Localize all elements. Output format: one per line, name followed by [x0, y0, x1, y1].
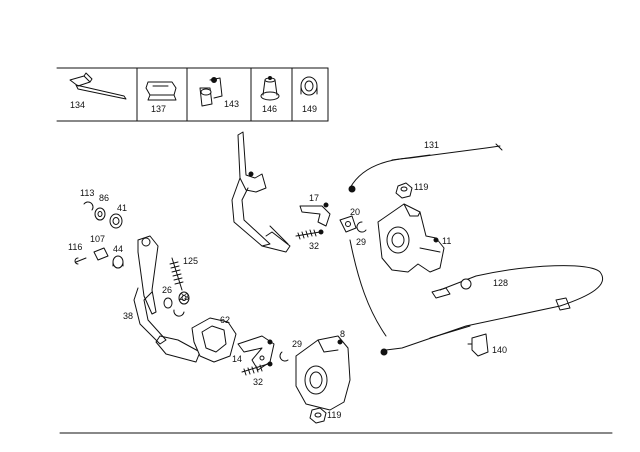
- callout-32: 32: [253, 377, 263, 387]
- callout-29: 29: [356, 237, 366, 247]
- part-14-bracket: [237, 335, 275, 371]
- callout-128: 128: [493, 278, 508, 288]
- callout-44: 44: [113, 244, 123, 254]
- part-23-bushing: [178, 291, 190, 305]
- accelerator-pedal: [231, 131, 291, 253]
- part-32-spring: [295, 229, 324, 240]
- part-29-circlip: [279, 351, 289, 362]
- callout-38: 38: [123, 311, 133, 321]
- cable-131: [348, 143, 503, 193]
- clip-icon: [145, 81, 177, 101]
- part-86-bushing: [94, 207, 106, 221]
- callout-140: 140: [492, 345, 507, 355]
- part-32-spring: [241, 361, 273, 376]
- part-107-clip: [93, 247, 109, 261]
- part-125-spring: [169, 257, 184, 291]
- callout-17: 17: [309, 193, 319, 203]
- bracket-clip-icon: [199, 77, 223, 107]
- callout-119: 119: [327, 410, 341, 420]
- part-17-bracket: [299, 202, 331, 227]
- plug-grommet-icon: [300, 76, 318, 96]
- part-140-bracket: [467, 333, 489, 357]
- callout-125: 125: [183, 256, 198, 266]
- part-38-brake-pedal: [133, 235, 201, 363]
- circlip: [173, 309, 185, 317]
- callout-107: 107: [90, 234, 105, 244]
- legend-number: 146: [262, 104, 277, 114]
- part-8-mounting-bracket: [295, 335, 351, 411]
- part-116-pin: [74, 257, 87, 265]
- part-41-bolt: [109, 213, 123, 229]
- grommet-icon: [260, 76, 280, 101]
- callout-32: 32: [309, 241, 319, 251]
- legend-table: 134 137 143 146 149: [56, 67, 329, 122]
- callout-29: 29: [292, 339, 302, 349]
- part-119-nut: [395, 182, 413, 199]
- part-62-pedal-pad: [191, 317, 237, 363]
- callout-41: 41: [117, 203, 127, 213]
- callout-23: 23: [179, 292, 189, 302]
- part-113-clip: [83, 201, 94, 211]
- callout-113: 113: [80, 188, 94, 198]
- legend-number: 149: [302, 104, 317, 114]
- callout-62: 62: [220, 315, 230, 325]
- callout-11: 11: [442, 236, 451, 246]
- part-119-nut: [309, 407, 327, 424]
- callout-14: 14: [232, 354, 242, 364]
- part-44-bushing: [112, 255, 124, 269]
- callout-8: 8: [340, 329, 345, 339]
- part-26-washer: [163, 297, 173, 309]
- legend-number: 143: [224, 99, 239, 109]
- callout-119: 119: [414, 182, 428, 192]
- callout-131: 131: [424, 140, 439, 150]
- legend-number: 134: [70, 100, 85, 110]
- callout-26: 26: [162, 285, 172, 295]
- legend-number: 137: [151, 104, 166, 114]
- cable-128: [380, 265, 603, 356]
- throttle-cable: [349, 239, 387, 337]
- callout-labels: 131 119 17 20 29 11 32 113 86 41 107 116…: [68, 140, 508, 420]
- callout-20: 20: [350, 207, 360, 217]
- callout-116: 116: [68, 242, 82, 252]
- part-20: [339, 215, 357, 233]
- cable-tie-icon: [69, 72, 127, 100]
- callout-86: 86: [99, 193, 109, 203]
- part-29-circlip: [356, 221, 367, 233]
- part-11-throttle-housing: [377, 203, 445, 273]
